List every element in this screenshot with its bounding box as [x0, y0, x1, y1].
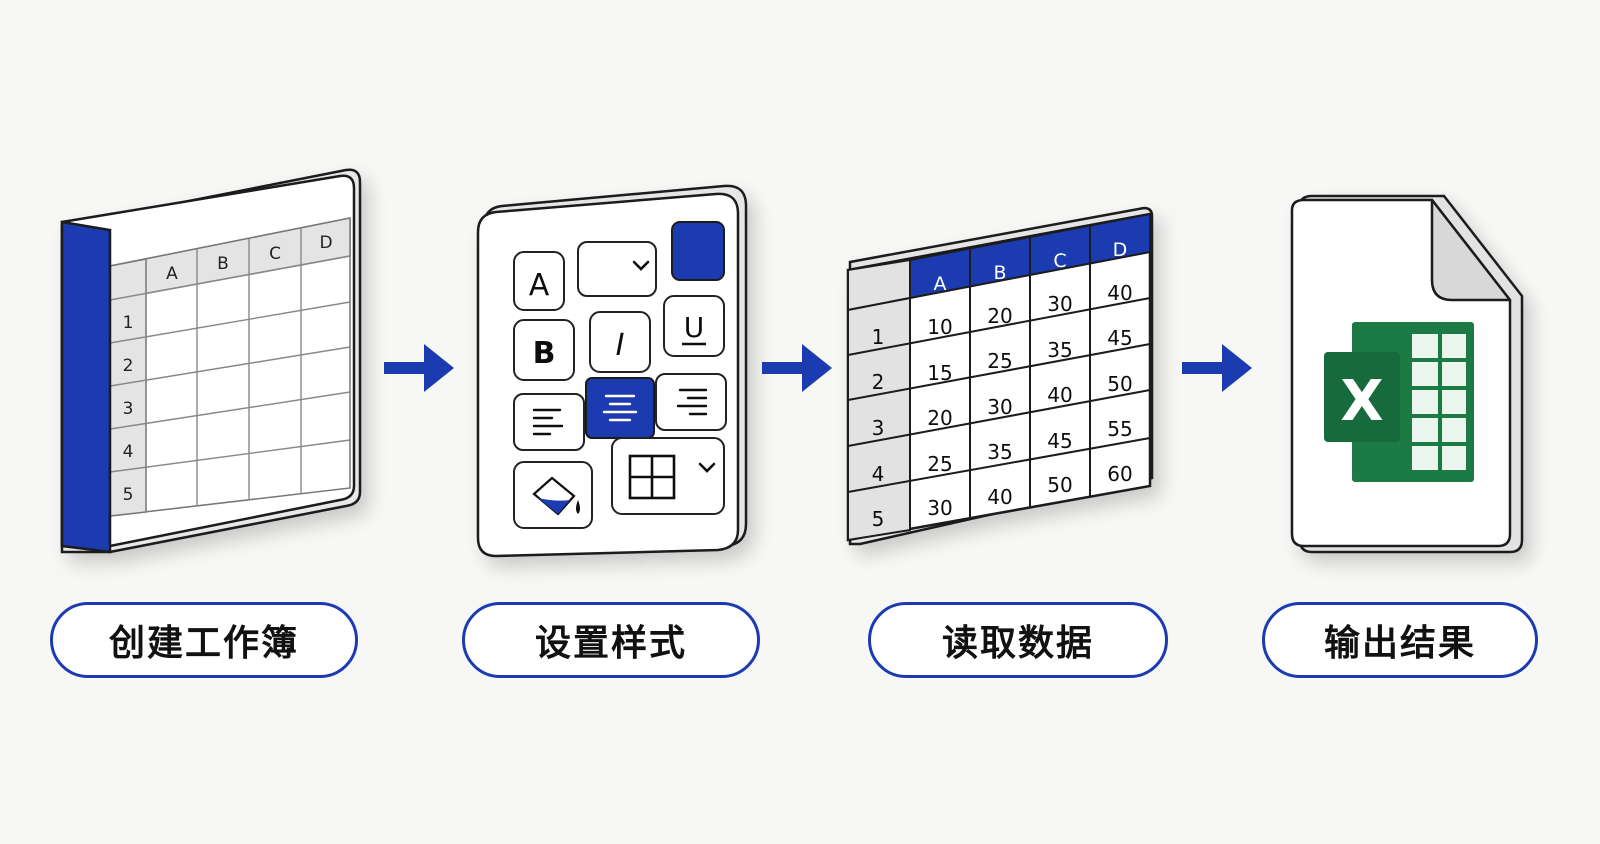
align-left-button[interactable] [513, 393, 585, 451]
table-cell: 20 [987, 304, 1012, 328]
arrow-right-icon [1182, 344, 1252, 392]
chevron-down-icon [632, 260, 650, 271]
font-size-dropdown[interactable] [577, 241, 657, 297]
column-header: C [269, 244, 281, 264]
row-number: 4 [872, 462, 885, 486]
table-cell: 60 [1107, 462, 1132, 486]
paint-bucket-icon [532, 476, 580, 516]
style-panel-icon: A B I U [476, 184, 748, 558]
column-header: B [217, 254, 229, 274]
table-cell: 20 [927, 406, 952, 430]
align-center-icon [602, 394, 638, 422]
excel-logo-letter: X [1340, 369, 1383, 434]
column-header: A [934, 273, 947, 295]
step-label-output-result: 输出结果 [1262, 602, 1538, 678]
table-cell: 55 [1107, 417, 1132, 441]
column-header: D [1113, 239, 1128, 261]
align-center-button[interactable] [585, 377, 655, 439]
table-cell: 50 [1107, 372, 1132, 396]
border-grid-icon [628, 454, 676, 500]
step-label-create-workbook: 创建工作簿 [50, 602, 358, 678]
arrow-right-icon [762, 344, 832, 392]
underline-button[interactable]: U [663, 295, 725, 357]
table-cell: 25 [987, 349, 1012, 373]
row-number: 4 [123, 442, 134, 462]
row-number: 2 [123, 356, 134, 376]
step-label-set-style: 设置样式 [462, 602, 760, 678]
italic-button[interactable]: I [589, 311, 651, 373]
table-cell: 50 [1047, 473, 1072, 497]
excel-logo [1324, 352, 1400, 442]
step-label-read-data: 读取数据 [868, 602, 1168, 678]
align-right-icon [676, 388, 708, 416]
column-header: A [166, 264, 178, 284]
color-swatch[interactable] [671, 221, 725, 281]
arrow-right-icon [384, 344, 454, 392]
column-header: C [1053, 250, 1066, 272]
row-number: 3 [123, 399, 134, 419]
table-cell: 45 [1107, 326, 1132, 350]
table-cell: 45 [1047, 429, 1072, 453]
table-cell: 15 [927, 361, 952, 385]
column-header: B [993, 262, 1006, 284]
table-cell: 40 [1047, 383, 1072, 407]
chevron-down-icon [698, 462, 716, 473]
align-left-icon [532, 408, 564, 436]
workbook-icon: A B C D 1 2 3 4 5 [60, 168, 362, 554]
row-number: 1 [872, 325, 885, 349]
align-right-button[interactable] [655, 373, 727, 431]
table-cell: 35 [987, 440, 1012, 464]
fill-color-button[interactable] [513, 461, 593, 529]
underline-button-label: U [684, 311, 705, 344]
data-table-icon: A B C D 1 2 3 4 5 10 20 30 40 15 25 35 4… [846, 206, 1154, 546]
table-cell: 10 [927, 315, 952, 339]
row-number: 5 [872, 507, 885, 531]
font-button[interactable]: A [513, 251, 565, 311]
table-cell: 30 [987, 395, 1012, 419]
excel-file-icon: X [1290, 194, 1524, 554]
table-cell: 35 [1047, 338, 1072, 362]
table-cell: 30 [927, 496, 952, 520]
table-cell: 40 [987, 485, 1012, 509]
table-cell: 30 [1047, 292, 1072, 316]
font-button-label: A [529, 268, 550, 303]
table-cell: 40 [1107, 281, 1132, 305]
row-number: 3 [872, 416, 885, 440]
column-header: D [319, 233, 332, 253]
border-dropdown[interactable] [611, 437, 725, 515]
row-number: 2 [872, 370, 885, 394]
table-cell: 25 [927, 452, 952, 476]
bold-button-label: B [533, 336, 556, 371]
row-number: 1 [123, 313, 134, 333]
bold-button[interactable]: B [513, 319, 575, 381]
italic-button-label: I [616, 328, 625, 363]
row-number: 5 [123, 485, 134, 505]
